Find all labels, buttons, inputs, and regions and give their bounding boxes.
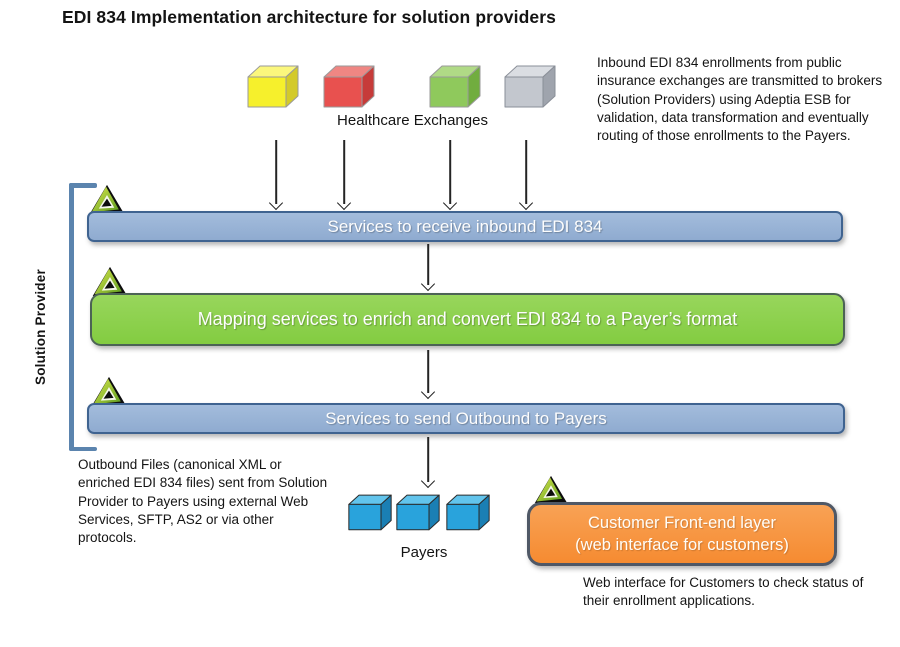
exchange-cube-yellow-icon (247, 64, 299, 108)
payer-cube-icon (446, 492, 490, 532)
customer-frontend-line2: (web interface for customers) (575, 536, 789, 554)
flow-arrow-down (442, 140, 458, 211)
solution-provider-bracket-bottom (69, 446, 97, 451)
solution-provider-label: Solution Provider (33, 269, 48, 385)
healthcare-exchanges-label: Healthcare Exchanges (337, 112, 488, 129)
flow-arrow-down (268, 140, 284, 211)
mapping-services-bar: Mapping services to enrich and convert E… (90, 293, 845, 346)
send-services-label: Services to send Outbound to Payers (325, 408, 607, 428)
flow-arrow-down (420, 244, 436, 292)
solution-provider-bracket-top (69, 183, 97, 188)
customer-frontend-line1: Customer Front-end layer (588, 513, 776, 532)
flow-arrow-down (420, 437, 436, 489)
adeptia-triangle-logo-icon (90, 376, 128, 407)
exchange-cube-red-icon (323, 64, 375, 108)
inbound-description: Inbound EDI 834 enrollments from public … (597, 55, 883, 144)
receive-services-label: Services to receive inbound EDI 834 (327, 216, 603, 236)
flow-arrow-down (518, 140, 534, 211)
send-services-bar: Services to send Outbound to Payers (87, 403, 845, 434)
flow-arrow-down (336, 140, 352, 211)
receive-services-bar: Services to receive inbound EDI 834 (87, 211, 843, 242)
flow-arrow-down (420, 350, 436, 400)
payer-cube-icon (396, 492, 440, 532)
adeptia-triangle-logo-icon (91, 266, 129, 297)
adeptia-triangle-logo-icon (88, 184, 126, 215)
exchange-cube-gray-icon (504, 64, 556, 108)
solution-provider-bracket (69, 183, 74, 451)
mapping-services-label: Mapping services to enrich and convert E… (197, 309, 738, 329)
page-title: EDI 834 Implementation architecture for … (62, 7, 556, 27)
payer-cube-icon (348, 492, 392, 532)
exchange-cube-green-icon (429, 64, 481, 108)
adeptia-triangle-logo-icon (533, 475, 569, 504)
outbound-description: Outbound Files (canonical XML or enriche… (78, 457, 328, 546)
customer-frontend-box: Customer Front-end layer (web interface … (527, 502, 837, 566)
payers-label: Payers (400, 544, 448, 561)
web-interface-description: Web interface for Customers to check sta… (583, 575, 864, 609)
